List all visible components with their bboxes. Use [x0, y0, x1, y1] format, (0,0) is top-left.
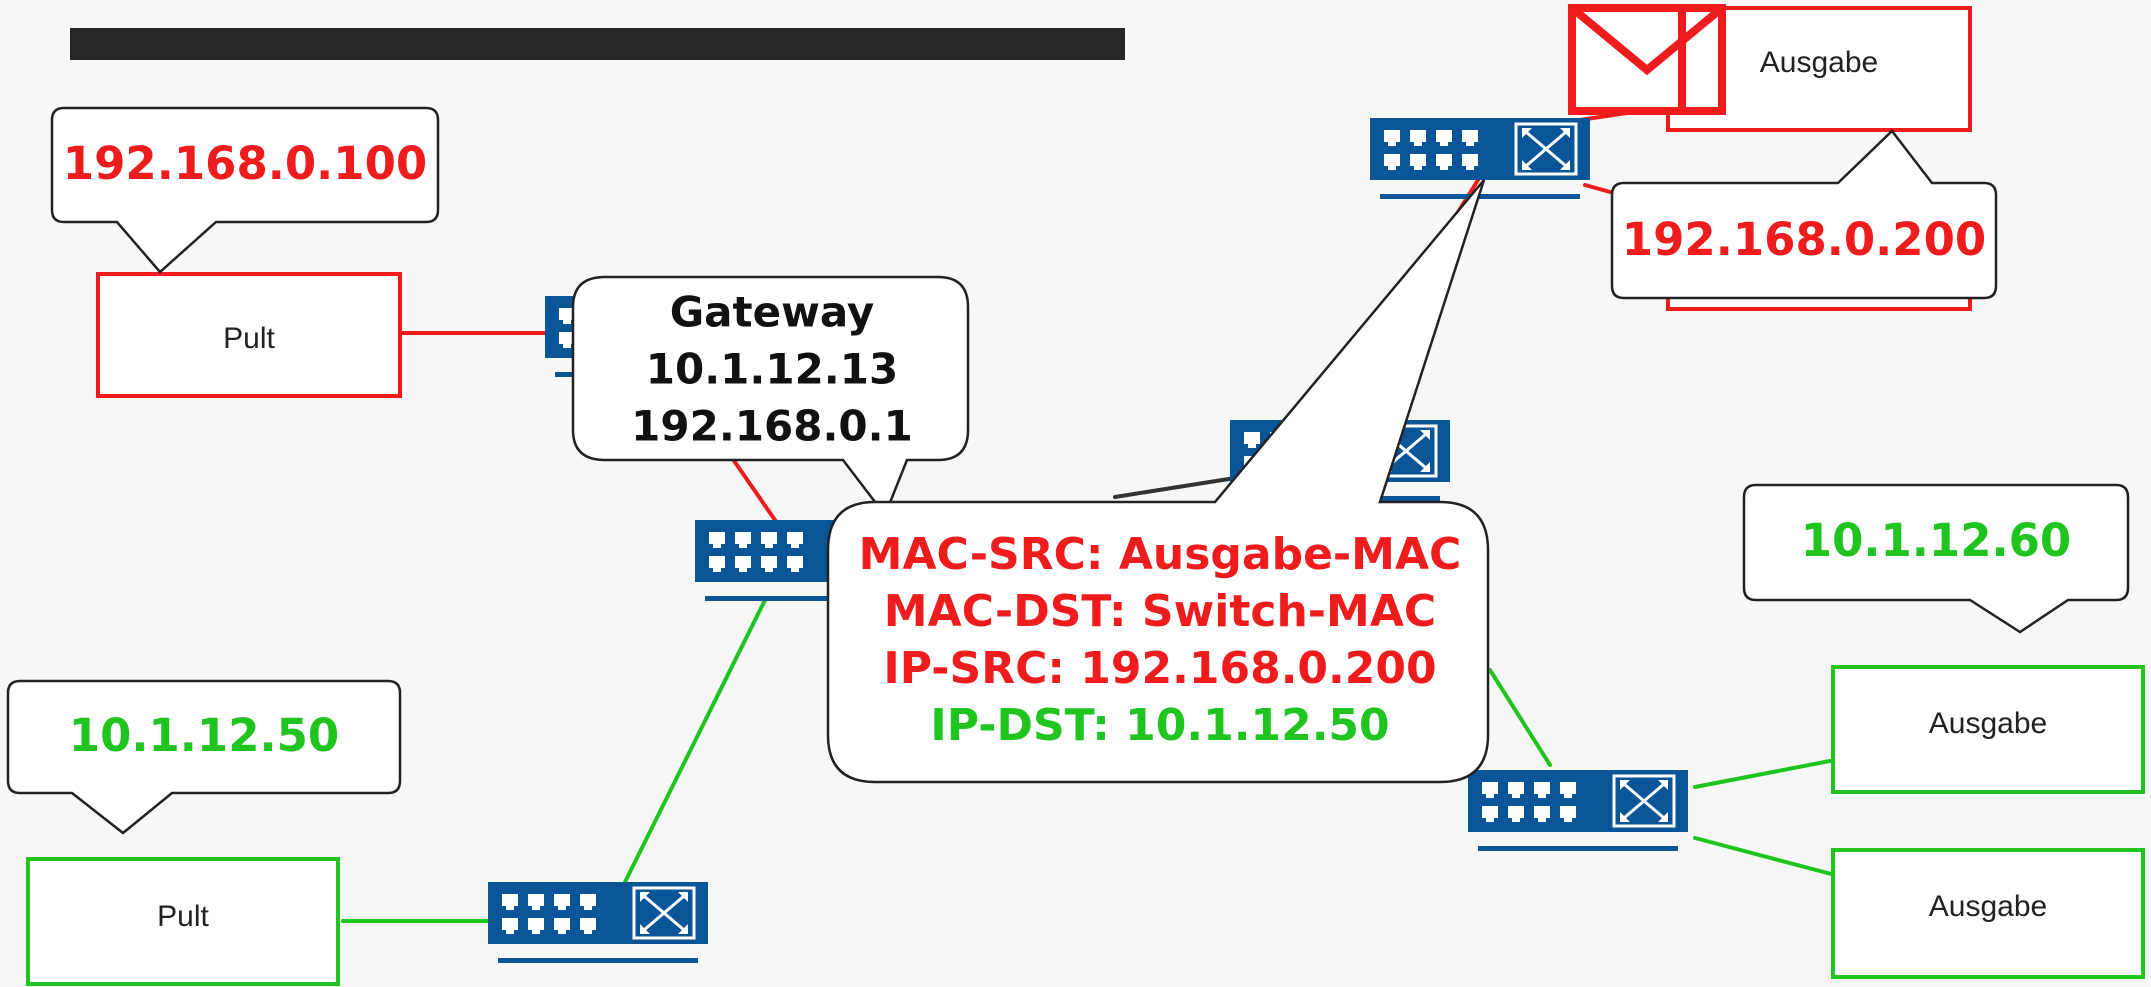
- link-ausgabe-green-top: [1693, 758, 1837, 789]
- device-label-pult-red: Pult: [223, 322, 275, 355]
- packet-ip-src: IP-SRC: 192.168.0.200: [883, 643, 1436, 694]
- callout-ip-ausgabe-green: [1742, 483, 2130, 634]
- callout-ip-ausgabe-red-text: 192.168.0.200: [1622, 213, 1986, 266]
- device-pult-green: [26, 857, 340, 986]
- packet-mac-dst: MAC-DST: Switch-MAC: [884, 586, 1436, 637]
- callout-gateway-title: Gateway: [670, 288, 875, 337]
- switch-icon-pult-green: [486, 880, 710, 965]
- switch-icon-ausgabe-green: [1466, 768, 1690, 853]
- callout-ip-pult-green: [6, 679, 402, 835]
- envelope-icon: [1568, 4, 1726, 115]
- link-ausgabe-green-bottom: [1693, 836, 1837, 877]
- device-ausgabe-green-bottom: [1831, 848, 2145, 979]
- link-switch-green-right: [1488, 668, 1552, 767]
- callout-gateway-ip-b: 192.168.0.1: [631, 402, 913, 451]
- device-pult-red: [96, 272, 402, 398]
- link-switch-green-left: [623, 598, 767, 884]
- callout-packet: [826, 179, 1490, 784]
- device-label-ausgabe-green-bottom: Ausgabe: [1929, 890, 2047, 923]
- callout-gateway-ip-a: 10.1.12.13: [646, 345, 898, 394]
- device-label-ausgabe-green-top: Ausgabe: [1929, 707, 2047, 740]
- packet-mac-src: MAC-SRC: Ausgabe-MAC: [859, 529, 1462, 580]
- callout-ip-ausgabe-red: [1610, 129, 1998, 300]
- packet-ip-dst: IP-DST: 10.1.12.50: [930, 700, 1389, 751]
- callout-ip-pult-red: [50, 106, 440, 274]
- callout-ip-pult-red-text: 192.168.0.100: [63, 137, 427, 190]
- device-ausgabe-green-top: [1831, 665, 2145, 794]
- link-core: [1113, 476, 1237, 499]
- callout-ip-ausgabe-green-text: 10.1.12.60: [1801, 514, 2071, 567]
- title-bar: [70, 28, 1125, 60]
- link-gateway-red: [728, 453, 777, 522]
- callout-ip-pult-green-text: 10.1.12.50: [69, 709, 339, 762]
- device-label-pult-green: Pult: [157, 900, 209, 933]
- device-label-ausgabe-red: Ausgabe: [1760, 46, 1878, 79]
